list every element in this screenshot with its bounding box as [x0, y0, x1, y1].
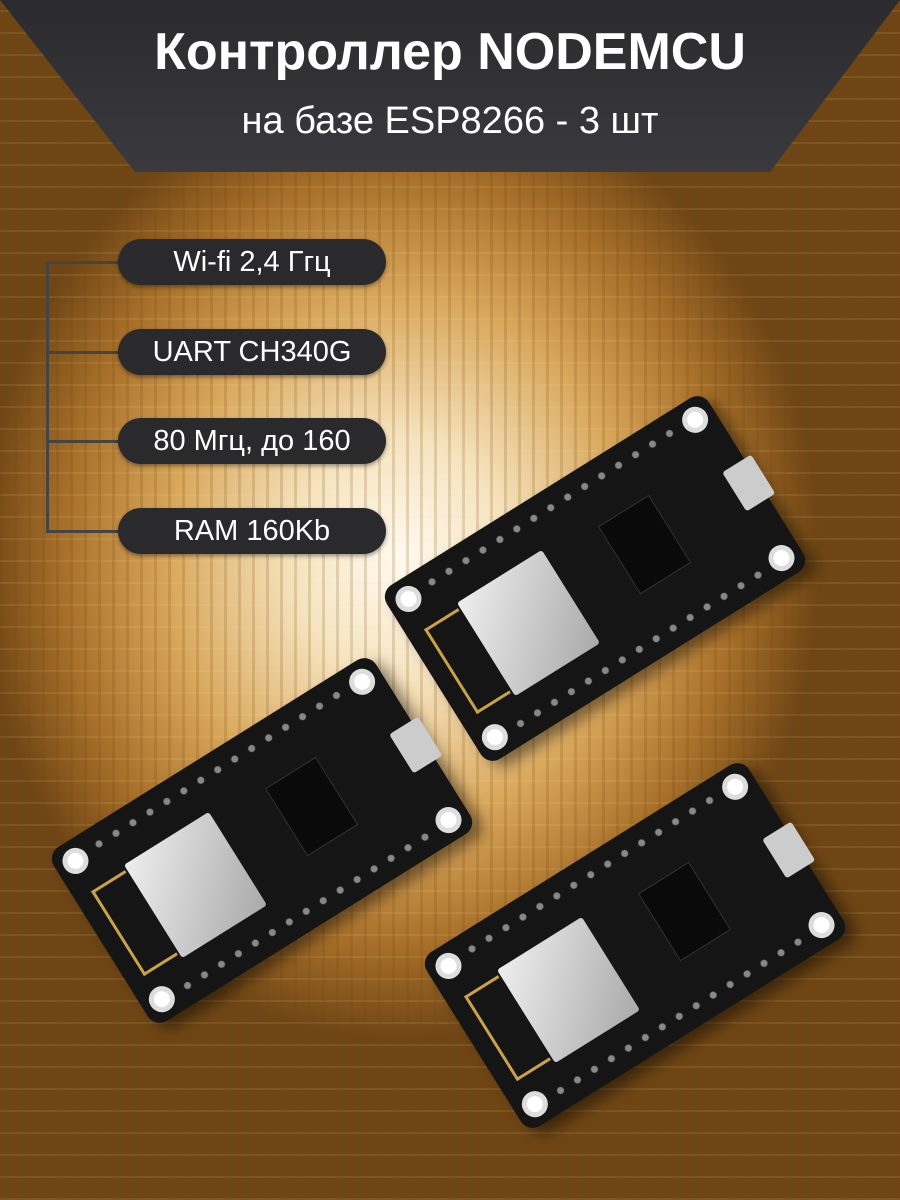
- subtitle: на базе ESP8266 - 3 шт: [241, 100, 659, 142]
- connector-branch: [46, 261, 120, 264]
- connector-branch: [46, 440, 120, 443]
- connector-branch: [46, 530, 120, 533]
- title-banner: Контроллер NODEMCU на базе ESP8266 - 3 ш…: [0, 0, 900, 172]
- feature-wifi: Wi-fi 2,4 Ггц: [118, 239, 386, 285]
- feature-uart: UART CH340G: [118, 329, 386, 375]
- connector-line: [46, 262, 49, 532]
- title: Контроллер NODEMCU: [154, 23, 746, 81]
- feature-ram: RAM 160Kb: [118, 508, 386, 554]
- feature-frequency: 80 Мгц, до 160: [118, 418, 386, 464]
- connector-branch: [46, 351, 120, 354]
